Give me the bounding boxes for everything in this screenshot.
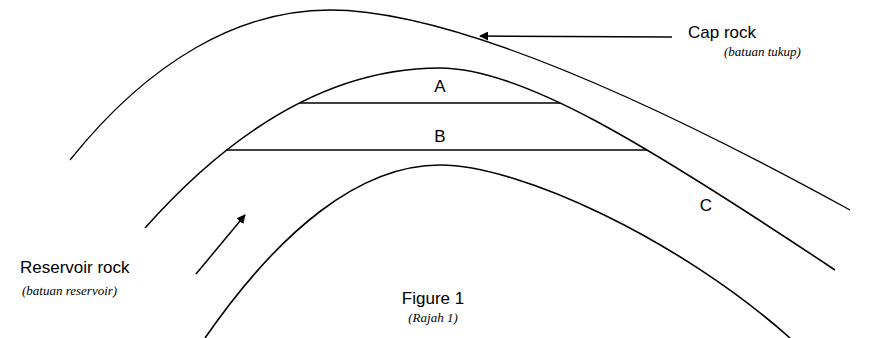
reservoir-bottom	[205, 165, 790, 338]
layer-name: Reservoir rock	[18, 258, 132, 278]
gas-oil-contact	[300, 102, 561, 103]
zone-letter: B	[432, 127, 447, 147]
leader-arrow	[480, 36, 672, 37]
figure-number-translation: (Rajah 1)	[406, 311, 459, 326]
reservoir-top	[145, 68, 835, 270]
zone-letter: C	[698, 196, 714, 216]
layer-name-translation: (batuan reservoir)	[20, 284, 119, 299]
layer-name-translation: (batuan tukup)	[722, 45, 803, 60]
zone-letter: A	[432, 77, 447, 97]
layer-name: Cap rock	[686, 23, 758, 43]
oil-water-contact	[227, 149, 647, 150]
leader-arrow	[196, 215, 245, 274]
figure-number: Figure 1	[400, 289, 466, 309]
cap-rock-top	[70, 10, 850, 210]
